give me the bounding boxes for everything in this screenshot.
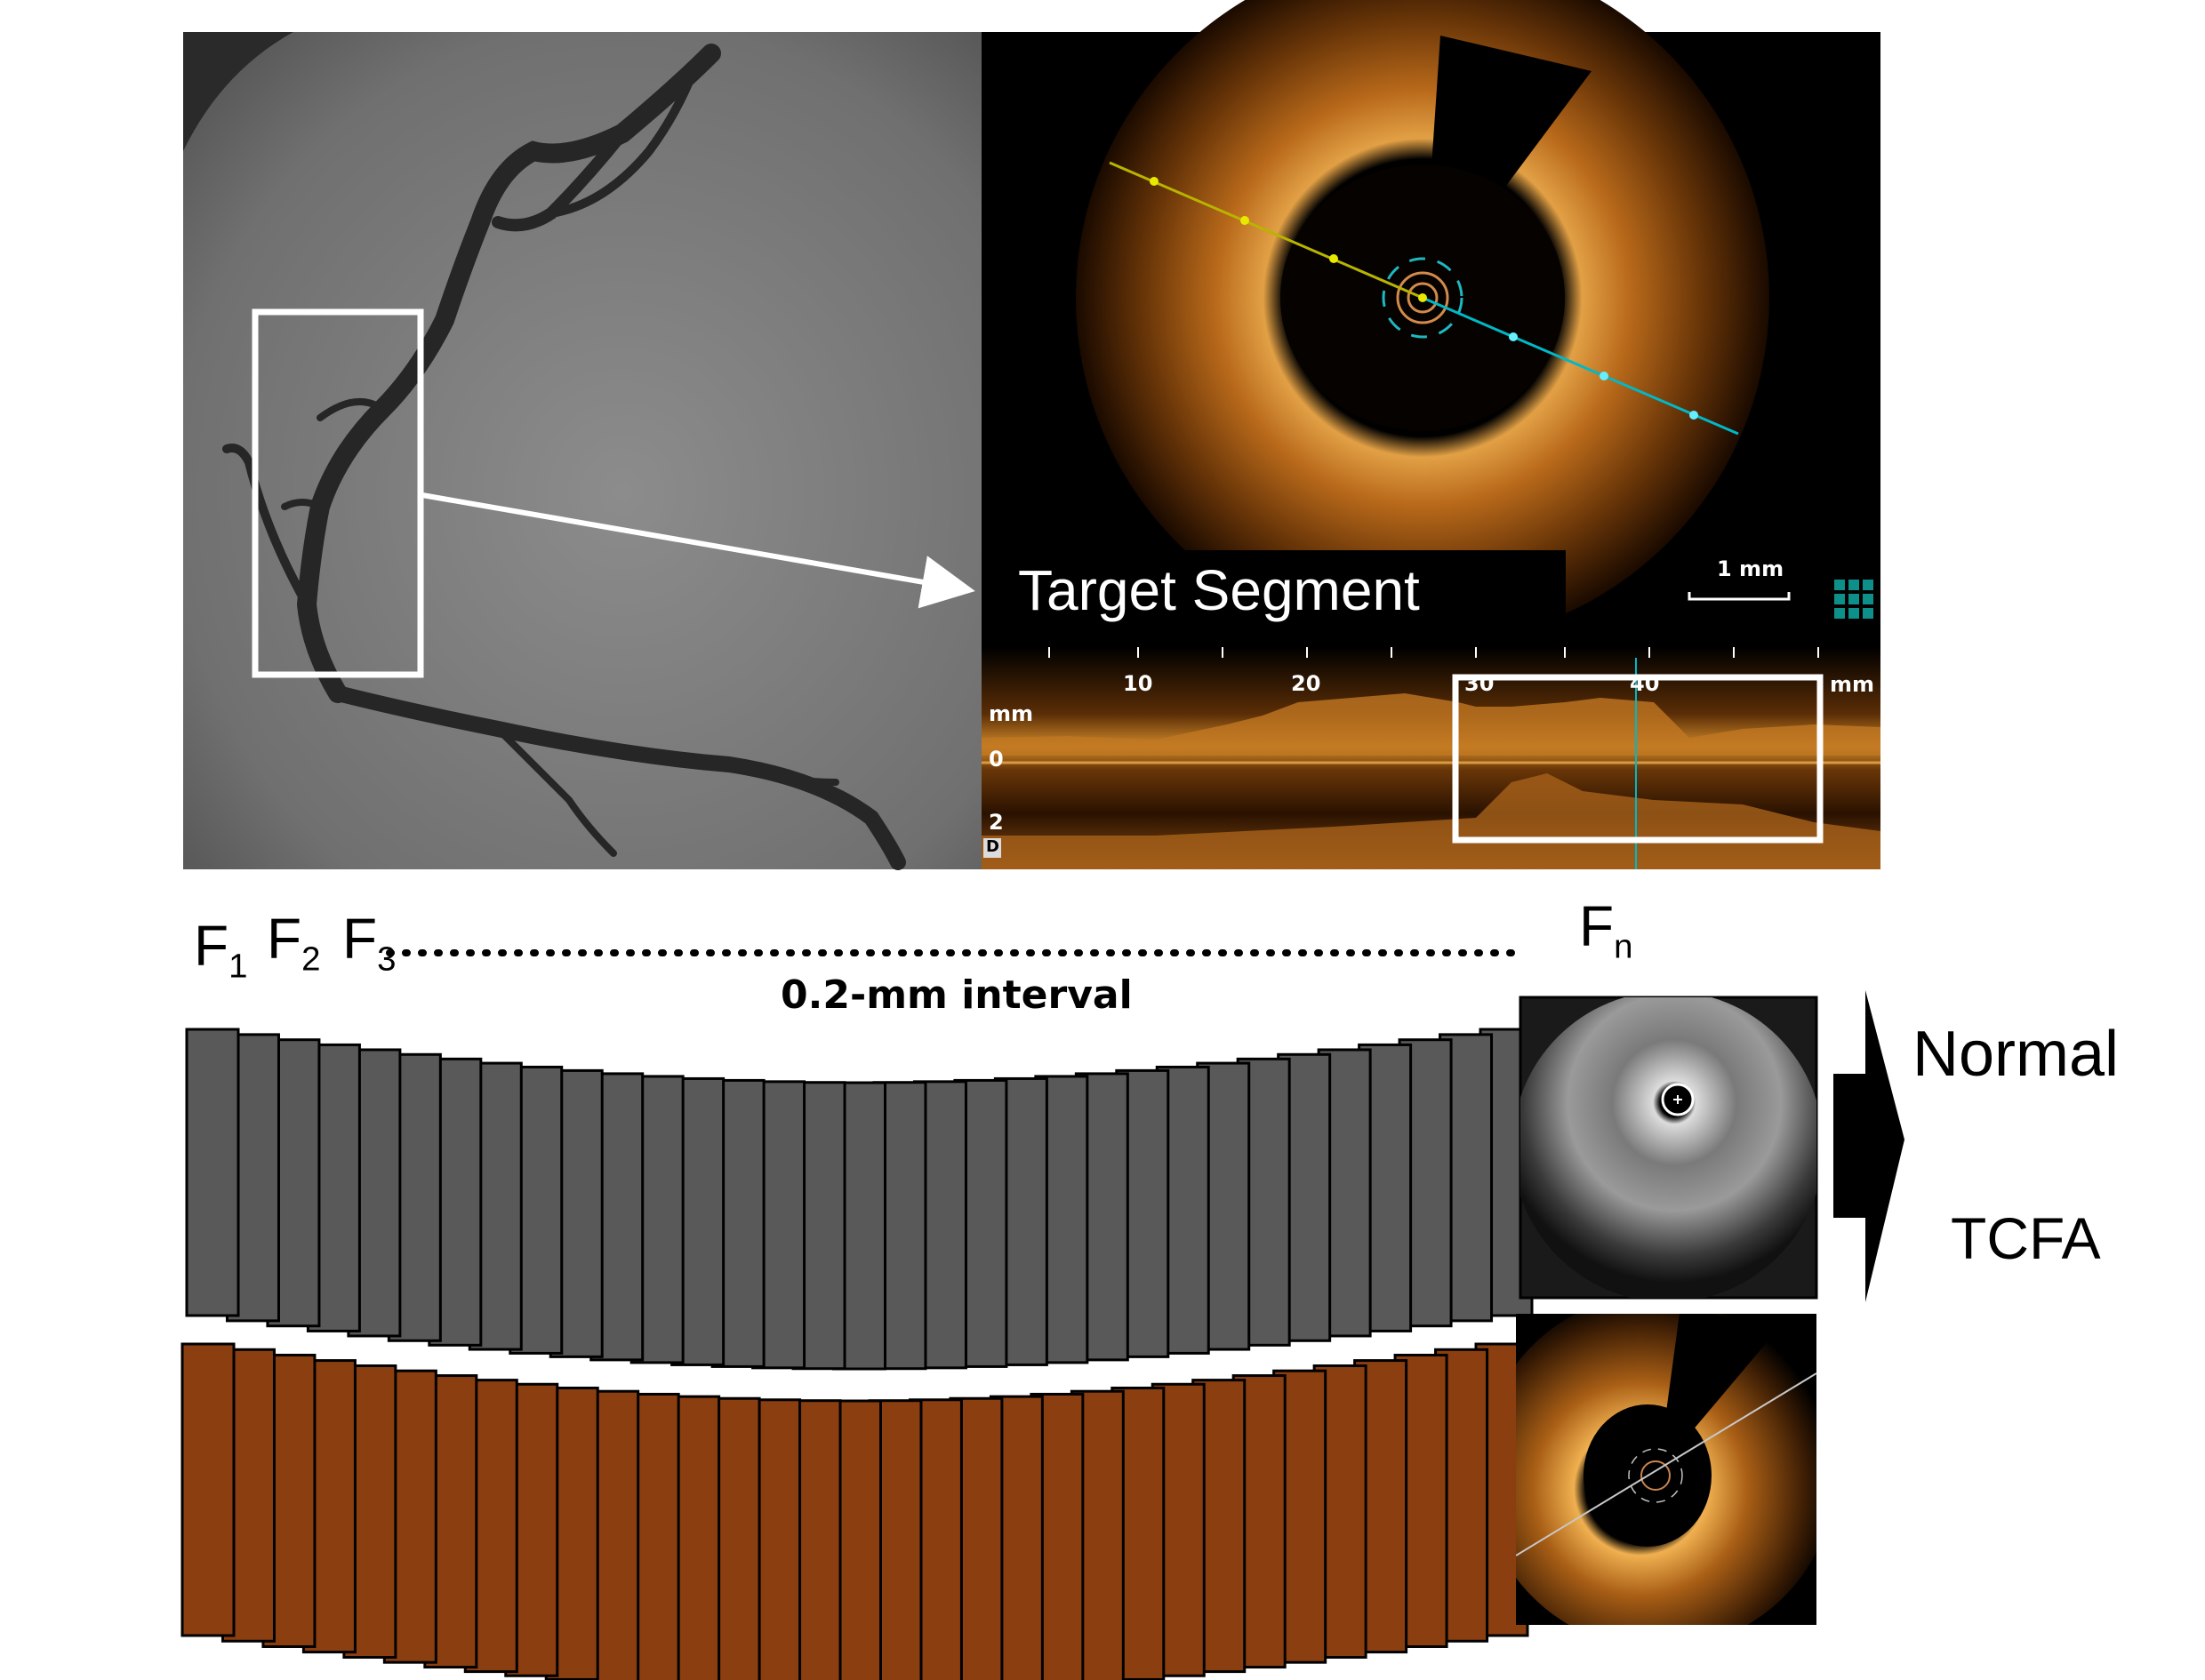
f3-sub: 3 <box>377 940 397 979</box>
scale-bar-label: 1 mm <box>1717 556 1784 581</box>
target-segment-label: Target Segment <box>1018 558 1420 622</box>
ivus-image <box>1519 996 1818 1300</box>
target-arrow <box>421 492 975 609</box>
angiogram-panel <box>183 32 982 870</box>
coronary-artery-vessel <box>222 44 906 870</box>
fn-sub: n <box>1614 927 1633 966</box>
f1-main: F <box>194 914 229 978</box>
classifier-arrow <box>1833 990 1904 1302</box>
frame-label-f3: F3 <box>342 910 396 977</box>
f3-main: F <box>342 907 378 971</box>
interval-label: 0.2-mm interval <box>781 972 1133 1018</box>
target-segment-box <box>252 308 424 678</box>
grid-view-icon <box>1834 580 1873 619</box>
long-axis-unit-right: mm <box>1830 672 1875 697</box>
longitudinal-target-box <box>1452 674 1824 844</box>
long-tick-10: 10 <box>1123 671 1153 696</box>
frame-label-f2: F2 <box>267 910 320 977</box>
f1-sub: 1 <box>229 947 248 986</box>
class-normal-label: Normal <box>1912 1019 2120 1090</box>
oct-longitudinal-panel <box>982 647 1880 869</box>
oct-cross-section-panel <box>982 0 1880 647</box>
class-tcfa-label: TCFA <box>1951 1205 2101 1271</box>
long-tick-30: 30 <box>1464 671 1495 696</box>
frame-label-f1: F1 <box>194 917 247 984</box>
frame-label-fn: Fn <box>1579 898 1632 964</box>
depth-tick-2: 2 <box>989 810 1004 835</box>
long-axis-unit-left: mm <box>989 701 1034 726</box>
ivus-frame-stack <box>185 1028 1534 1371</box>
ivus-frame-1 <box>185 1028 240 1317</box>
f2-sub: 2 <box>301 940 321 979</box>
oct-frame-stack <box>180 1342 1529 1680</box>
fn-main: F <box>1579 894 1615 958</box>
long-tick-20: 20 <box>1291 671 1321 696</box>
oct-frame-1 <box>180 1342 236 1637</box>
f2-main: F <box>267 907 302 971</box>
oct-frame-image <box>1516 1314 1816 1625</box>
long-tick-40: 40 <box>1630 671 1660 696</box>
target-segment-label-box <box>982 550 1566 647</box>
d-marker: D <box>986 837 999 856</box>
scale-bar <box>1688 592 1791 601</box>
depth-tick-0: 0 <box>989 747 1004 772</box>
